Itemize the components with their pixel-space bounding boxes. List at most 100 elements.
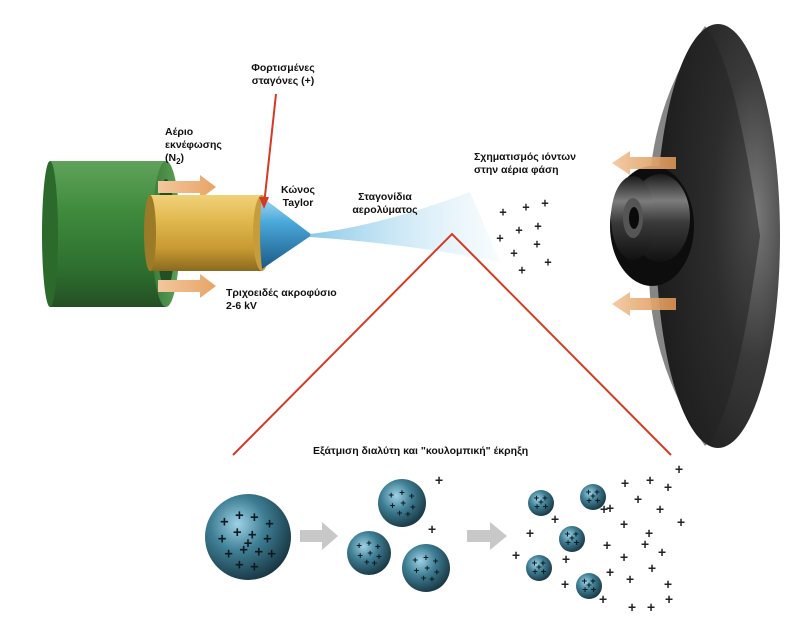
free-ion: + (664, 578, 672, 593)
zoom-lines (232, 232, 672, 456)
free-ion: + (646, 474, 654, 489)
droplet-charge: + (390, 502, 396, 512)
free-ion: + (435, 474, 443, 489)
droplet-charge: + (367, 549, 373, 559)
free-ion: + (551, 513, 559, 528)
charged-droplets-line1: Φορτισμένες (251, 62, 315, 74)
droplet-charge: + (590, 492, 596, 502)
aerosol-line2: αερολύματος (352, 204, 418, 216)
droplet-charge: + (586, 497, 592, 507)
gas-ion: + (499, 205, 506, 219)
ms-inlet (610, 24, 780, 448)
gas-phase-ions: ++++++++++ (496, 196, 551, 277)
droplet-charge: + (582, 586, 588, 596)
droplet-charge: + (565, 539, 571, 549)
free-ion: + (656, 503, 664, 518)
droplet-charge: + (434, 568, 440, 578)
droplet (205, 494, 291, 580)
droplet-charge: + (429, 575, 435, 585)
free-ion: + (603, 539, 611, 554)
droplet-charge: + (532, 568, 538, 578)
ion-formation-line2: στην αέρια φάση (474, 164, 559, 176)
taylor-cone-line2: Taylor (282, 197, 314, 209)
droplet-charge: + (541, 568, 547, 578)
droplet-charge: + (263, 531, 271, 547)
droplets-small: ++++++++++++++++++++++++++++++++++++++++… (512, 463, 685, 616)
droplet-charge: + (586, 581, 592, 591)
droplet (402, 544, 450, 592)
droplet-charge: + (244, 535, 252, 551)
label-ion-formation: Σχηματισμός ιόντων στην αέρια φάση (474, 151, 576, 177)
droplet-charge: + (357, 551, 363, 561)
droplet-charge: + (433, 557, 439, 567)
droplet-charge: + (410, 503, 416, 513)
charged-droplets-pointer (263, 93, 277, 206)
label-charged-droplets: Φορτισμένες σταγόνες (+) (243, 62, 323, 88)
label-nebulizer-gas: Αέριο εκνέφωσης (N2) (165, 126, 222, 168)
gas-ion: + (515, 223, 522, 237)
droplet-charge: + (540, 559, 546, 569)
gas-ion: + (544, 255, 551, 269)
process-arrow-1 (300, 522, 338, 550)
label-evaporation: Εξάτμιση διαλύτη και "κουλομπική" έκρηξη (313, 445, 528, 458)
free-ion: + (626, 573, 634, 588)
droplet-charge: + (255, 544, 263, 560)
taylor-cone-line1: Κώνος (281, 184, 315, 196)
droplet-charge: + (534, 503, 540, 513)
droplet-charge: + (233, 525, 241, 541)
free-ion: + (665, 593, 673, 608)
free-ion: + (620, 518, 628, 533)
droplet-charge: + (424, 564, 430, 574)
droplet-charge: + (412, 556, 418, 566)
droplet-charge: + (543, 503, 549, 513)
inlet-orifice-hole (629, 207, 639, 229)
label-aerosol-droplets: Σταγονίδια αερολύματος (342, 191, 428, 217)
curtain-gas-arrow-top (612, 151, 676, 175)
free-ion: + (562, 553, 570, 568)
free-ion: + (658, 546, 666, 561)
droplet-charge: + (532, 559, 538, 569)
evaporation-text: Εξάτμιση διαλύτη και "κουλομπική" έκρηξη (313, 445, 529, 457)
droplet-charge: + (250, 510, 258, 526)
droplet-charge: + (375, 543, 381, 553)
droplet (576, 573, 602, 599)
droplet-charge: + (248, 527, 256, 543)
nebulizer-gas-close: ) (180, 152, 185, 164)
droplet-charge: + (542, 494, 548, 504)
droplet (528, 490, 554, 516)
free-ion: + (664, 481, 672, 496)
charged-droplets-line2: σταγόνες (+) (251, 75, 315, 87)
free-ion: + (599, 593, 607, 608)
droplet-charge: + (399, 488, 405, 498)
droplet-charge: + (582, 577, 588, 587)
droplet-charge: + (372, 559, 378, 569)
droplet-charge: + (366, 539, 372, 549)
droplet (378, 479, 426, 527)
droplet-charge: + (409, 492, 415, 502)
free-ion: + (606, 566, 614, 581)
nebulizer-gas-arrow-top (158, 175, 216, 199)
free-ion: + (634, 493, 642, 508)
gas-ion: + (541, 196, 548, 210)
label-capillary: Τριχοειδές ακροφύσιο 2-6 kV (226, 287, 337, 313)
gas-ion: + (510, 246, 517, 260)
pointer-arrowhead (259, 197, 269, 209)
droplet-charge: + (235, 508, 243, 524)
droplet-charge: + (218, 531, 226, 547)
free-ion: + (512, 549, 520, 564)
droplet-large: +++++++++++++++ (205, 494, 291, 580)
curtain-gas-arrow-bottom (612, 292, 676, 316)
droplet-charge: + (268, 546, 276, 562)
droplet (347, 531, 391, 575)
free-ion: + (648, 562, 656, 577)
droplet-charge: + (423, 553, 429, 563)
droplet-charge: + (538, 498, 544, 508)
droplet-charge: + (265, 516, 273, 532)
droplet-charge: + (534, 494, 540, 504)
droplet-charge: + (388, 491, 394, 501)
free-ion: + (675, 463, 683, 478)
free-ion: + (526, 527, 534, 542)
droplet-charge: + (225, 546, 233, 562)
droplet-charge: + (565, 530, 571, 540)
